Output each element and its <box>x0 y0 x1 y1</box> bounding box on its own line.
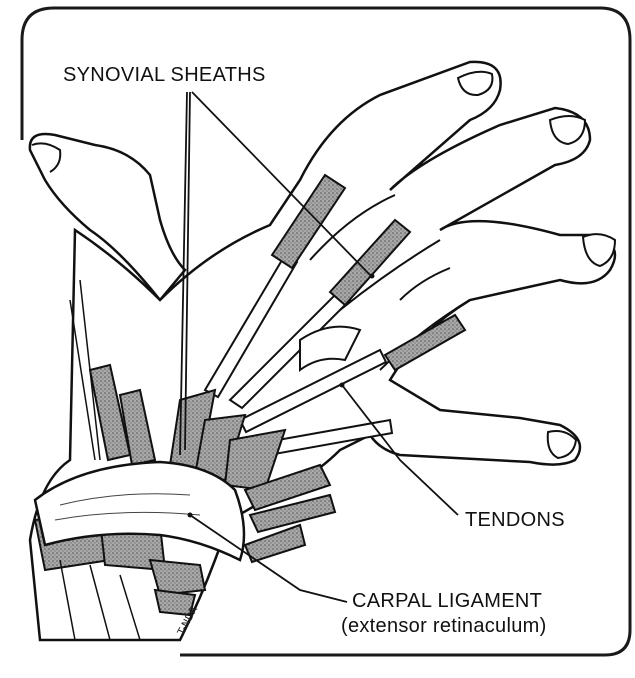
label-carpal-ligament-sub: (extensor retinaculum) <box>341 614 547 638</box>
label-synovial-sheaths: SYNOVIAL SHEATHS <box>63 63 266 87</box>
label-carpal-ligament: CARPAL LIGAMENT <box>352 589 542 613</box>
label-tendons: TENDONS <box>465 508 565 532</box>
